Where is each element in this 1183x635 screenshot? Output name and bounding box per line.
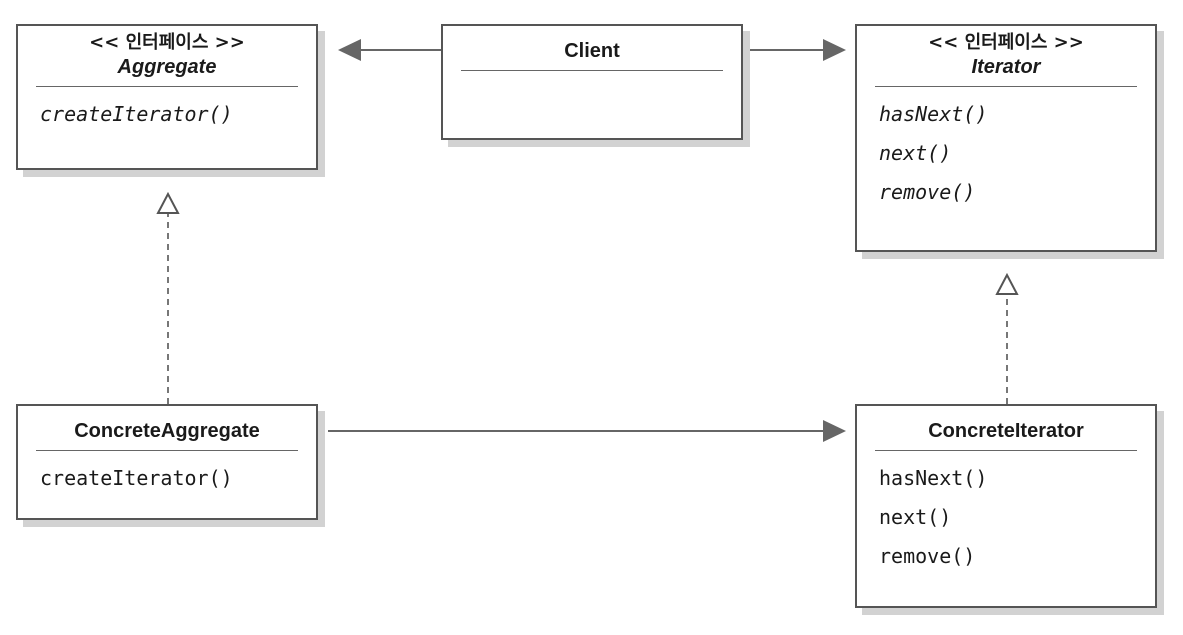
class-name-concrete-iterator: ConcreteIterator	[928, 420, 1084, 442]
class-box-iterator: << 인터페이스 >> Iterator hasNext() next() re…	[855, 24, 1157, 252]
arrowhead-concreteaggregate-to-concreteiterator	[823, 420, 846, 442]
operation-create-iterator: createIterator()	[40, 466, 233, 490]
operation-next: next()	[879, 505, 952, 529]
stereotype-label: << 인터페이스 >>	[89, 32, 245, 53]
operation-list: createIterator()	[18, 95, 316, 134]
class-name-aggregate: Aggregate	[117, 56, 217, 78]
class-name-iterator: Iterator	[971, 56, 1041, 78]
class-box-concrete-aggregate: ConcreteAggregate createIterator()	[16, 404, 318, 520]
compartment-divider	[461, 70, 723, 71]
operation-list: hasNext() next() remove()	[857, 459, 1155, 576]
arrowhead-client-to-aggregate	[338, 39, 361, 61]
stereotype-label: << 인터페이스 >>	[928, 32, 1084, 53]
compartment-divider	[36, 450, 298, 451]
arrowhead-client-to-iterator	[823, 39, 846, 61]
operation-remove: remove()	[879, 180, 976, 204]
operation-list: createIterator()	[18, 459, 316, 498]
class-box-concrete-iterator: ConcreteIterator hasNext() next() remove…	[855, 404, 1157, 608]
compartment-divider	[875, 450, 1137, 451]
operation-next: next()	[879, 141, 952, 165]
operation-remove: remove()	[879, 544, 976, 568]
class-box-client: Client	[441, 24, 743, 140]
operation-has-next: hasNext()	[879, 102, 988, 126]
operation-create-iterator: createIterator()	[40, 102, 233, 126]
class-box-aggregate: << 인터페이스 >> Aggregate createIterator()	[16, 24, 318, 170]
class-name-client: Client	[564, 40, 620, 62]
arrowhead-realization-aggregate	[156, 191, 180, 214]
operation-has-next: hasNext()	[879, 466, 988, 490]
arrowhead-realization-iterator	[995, 272, 1019, 295]
compartment-divider	[875, 86, 1137, 87]
compartment-divider	[36, 86, 298, 87]
class-name-concrete-aggregate: ConcreteAggregate	[74, 420, 260, 442]
operation-list: hasNext() next() remove()	[857, 95, 1155, 212]
